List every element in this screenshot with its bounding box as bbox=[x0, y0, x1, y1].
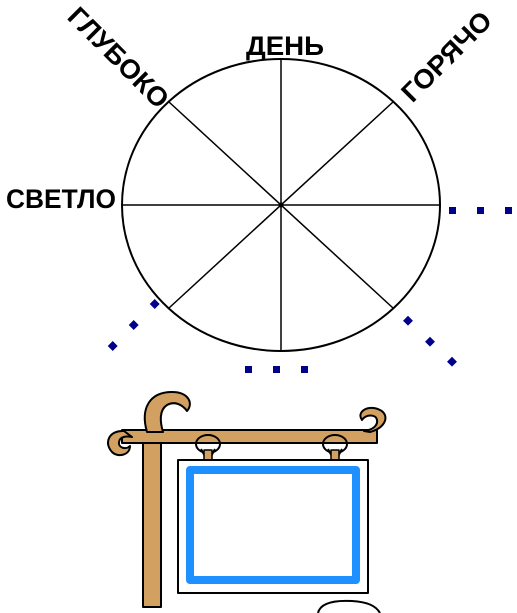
dot bbox=[425, 337, 435, 347]
dot bbox=[129, 320, 139, 330]
blank-placeholder-bottom-right bbox=[403, 316, 457, 367]
label-top-right: ГОРЯЧО bbox=[395, 5, 498, 108]
bottom-edge-shape bbox=[318, 601, 380, 613]
dot bbox=[108, 341, 118, 351]
blank-placeholder-bottom bbox=[245, 366, 308, 373]
dot bbox=[477, 207, 484, 214]
dot bbox=[447, 357, 457, 367]
blank-placeholder-bottom-left bbox=[108, 299, 160, 351]
blank-placeholder-right bbox=[449, 207, 512, 214]
label-top-left: ГЛУБОКО bbox=[62, 1, 175, 114]
dot bbox=[245, 366, 252, 373]
wheel-center bbox=[279, 203, 284, 208]
label-left: СВЕТЛО bbox=[6, 184, 116, 214]
hanging-signboard-icon bbox=[108, 392, 385, 607]
word-wheel bbox=[122, 59, 440, 351]
dot bbox=[505, 207, 512, 214]
sign-board-inner-frame bbox=[190, 470, 356, 580]
dot bbox=[403, 316, 413, 326]
dot bbox=[449, 207, 456, 214]
label-top: ДЕНЬ bbox=[246, 31, 324, 61]
beam-right-curl bbox=[360, 408, 385, 432]
dot bbox=[301, 366, 308, 373]
pole-scroll bbox=[145, 392, 190, 432]
signpost-pole bbox=[143, 432, 161, 607]
dot bbox=[150, 299, 160, 309]
dot bbox=[273, 366, 280, 373]
